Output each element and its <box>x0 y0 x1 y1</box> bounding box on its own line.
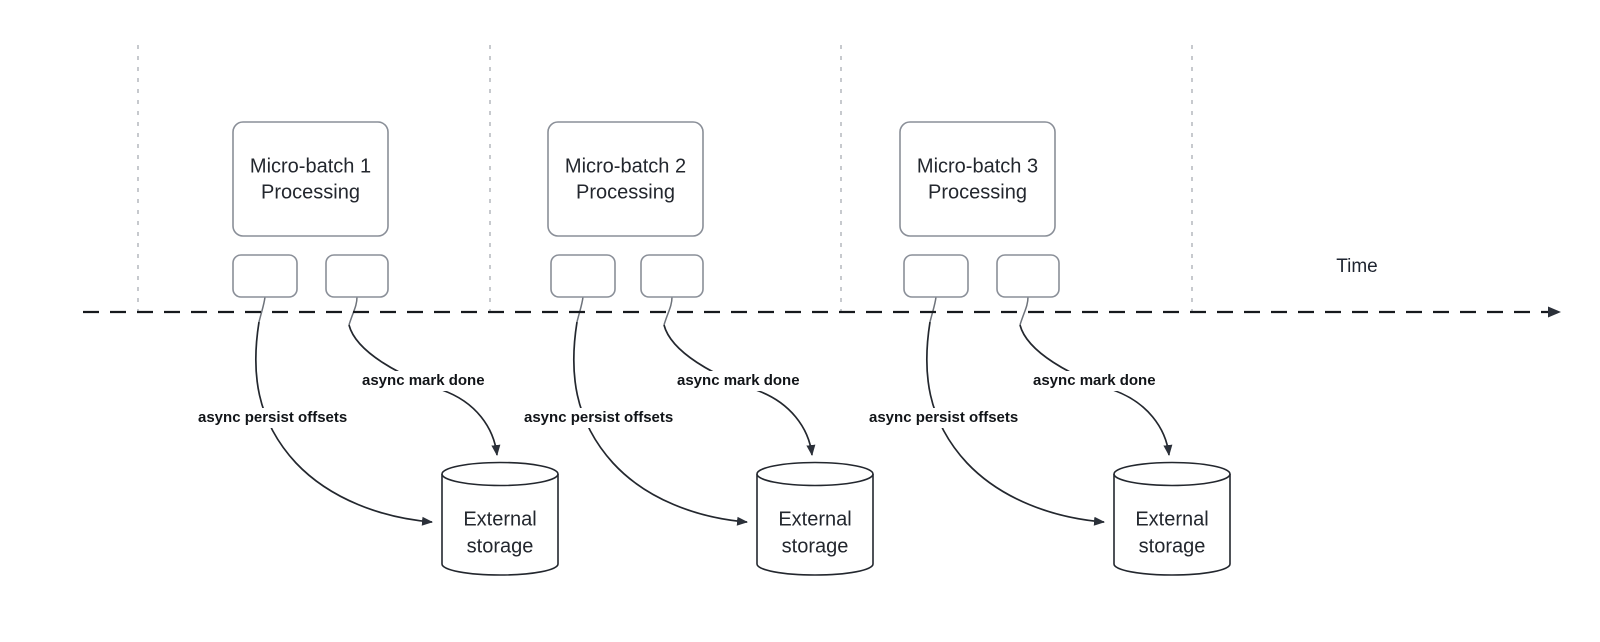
mark-done-task-box-3[interactable] <box>996 254 1060 298</box>
timeline-axis-group: Time <box>83 256 1561 318</box>
task-connectors-group <box>258 296 1029 326</box>
edge-async-persist-offsets-3 <box>925 321 1105 526</box>
edge-async-persist-offsets-1 <box>254 321 433 526</box>
connector-persist-1 <box>258 296 266 323</box>
persist-task-box-2[interactable] <box>550 254 616 298</box>
micro-batch-2-label-line1: Micro-batch 2 <box>565 155 686 177</box>
edge-label-async-persist-offsets-1: async persist offsets <box>198 409 347 426</box>
external-storage-2-label-line2: storage <box>782 535 849 557</box>
micro-batch-3-box-shape[interactable] <box>899 121 1056 237</box>
external-storage-3-label-line2: storage <box>1139 535 1206 557</box>
connector-markdone-3 <box>1019 296 1029 326</box>
external-storage-1-top[interactable] <box>441 461 559 487</box>
micro-batch-1-box[interactable]: Micro-batch 1 Processing <box>232 121 389 237</box>
external-storage-3-body[interactable] <box>1113 474 1231 576</box>
external-storage-3-top[interactable] <box>1113 461 1231 487</box>
edge-label-mask-persist-1 <box>195 408 373 428</box>
micro-batch-3-label-line2: Processing <box>928 181 1027 203</box>
micro-batch-group-3: Micro-batch 3 Processing External storag… <box>866 121 1231 576</box>
micro-batch-1-label-line2: Processing <box>261 181 360 203</box>
external-storage-1-label-line2: storage <box>467 535 534 557</box>
edge-label-async-persist-offsets-3: async persist offsets <box>869 409 1018 426</box>
external-storage-2-top[interactable] <box>756 461 874 487</box>
external-storage-3-label-line1: External <box>1135 508 1208 530</box>
connector-markdone-2 <box>663 296 673 326</box>
persist-task-box-3[interactable] <box>903 254 969 298</box>
micro-batch-group-2: Micro-batch 2 Processing External storag… <box>521 121 874 576</box>
mark-done-task-box-2[interactable] <box>640 254 704 298</box>
micro-batch-3-label-line1: Micro-batch 3 <box>917 155 1038 177</box>
tick-lines-group <box>137 45 1193 314</box>
external-storage-3[interactable]: External storage <box>1113 461 1231 576</box>
external-storage-1-body[interactable] <box>441 474 559 576</box>
external-storage-1[interactable]: External storage <box>441 461 559 576</box>
external-storage-1-label-line1: External <box>463 508 536 530</box>
external-storage-2-body[interactable] <box>756 474 874 576</box>
micro-batch-3-box[interactable]: Micro-batch 3 Processing <box>899 121 1056 237</box>
persist-task-box-1[interactable] <box>232 254 298 298</box>
edge-label-mask-markdone-3 <box>1030 371 1170 391</box>
mark-done-task-box-1[interactable] <box>325 254 389 298</box>
micro-batch-2-label-line2: Processing <box>576 181 675 203</box>
edge-label-async-mark-done-2: async mark done <box>677 372 800 389</box>
edge-label-async-mark-done-3: async mark done <box>1033 372 1156 389</box>
connector-persist-3 <box>929 296 937 323</box>
edge-async-persist-offsets-2 <box>572 321 748 526</box>
timeline-axis-label: Time <box>1336 256 1378 277</box>
edge-label-mask-markdone-2 <box>674 371 814 391</box>
edge-label-mask-markdone-1 <box>359 371 499 391</box>
micro-batch-group-1: Micro-batch 1 Processing External storag… <box>195 121 559 576</box>
connector-persist-2 <box>576 296 584 323</box>
micro-batch-1-label-line1: Micro-batch 1 <box>250 155 371 177</box>
edge-label-async-persist-offsets-2: async persist offsets <box>524 409 673 426</box>
external-storage-2-label-line1: External <box>778 508 851 530</box>
edge-label-async-mark-done-1: async mark done <box>362 372 485 389</box>
edge-label-mask-persist-3 <box>866 408 1044 428</box>
connector-markdone-1 <box>348 296 358 326</box>
micro-batch-2-box[interactable]: Micro-batch 2 Processing <box>547 121 704 237</box>
micro-batch-2-box-shape[interactable] <box>547 121 704 237</box>
edge-label-mask-persist-2 <box>521 408 699 428</box>
external-storage-2[interactable]: External storage <box>756 461 874 576</box>
micro-batch-1-box-shape[interactable] <box>232 121 389 237</box>
